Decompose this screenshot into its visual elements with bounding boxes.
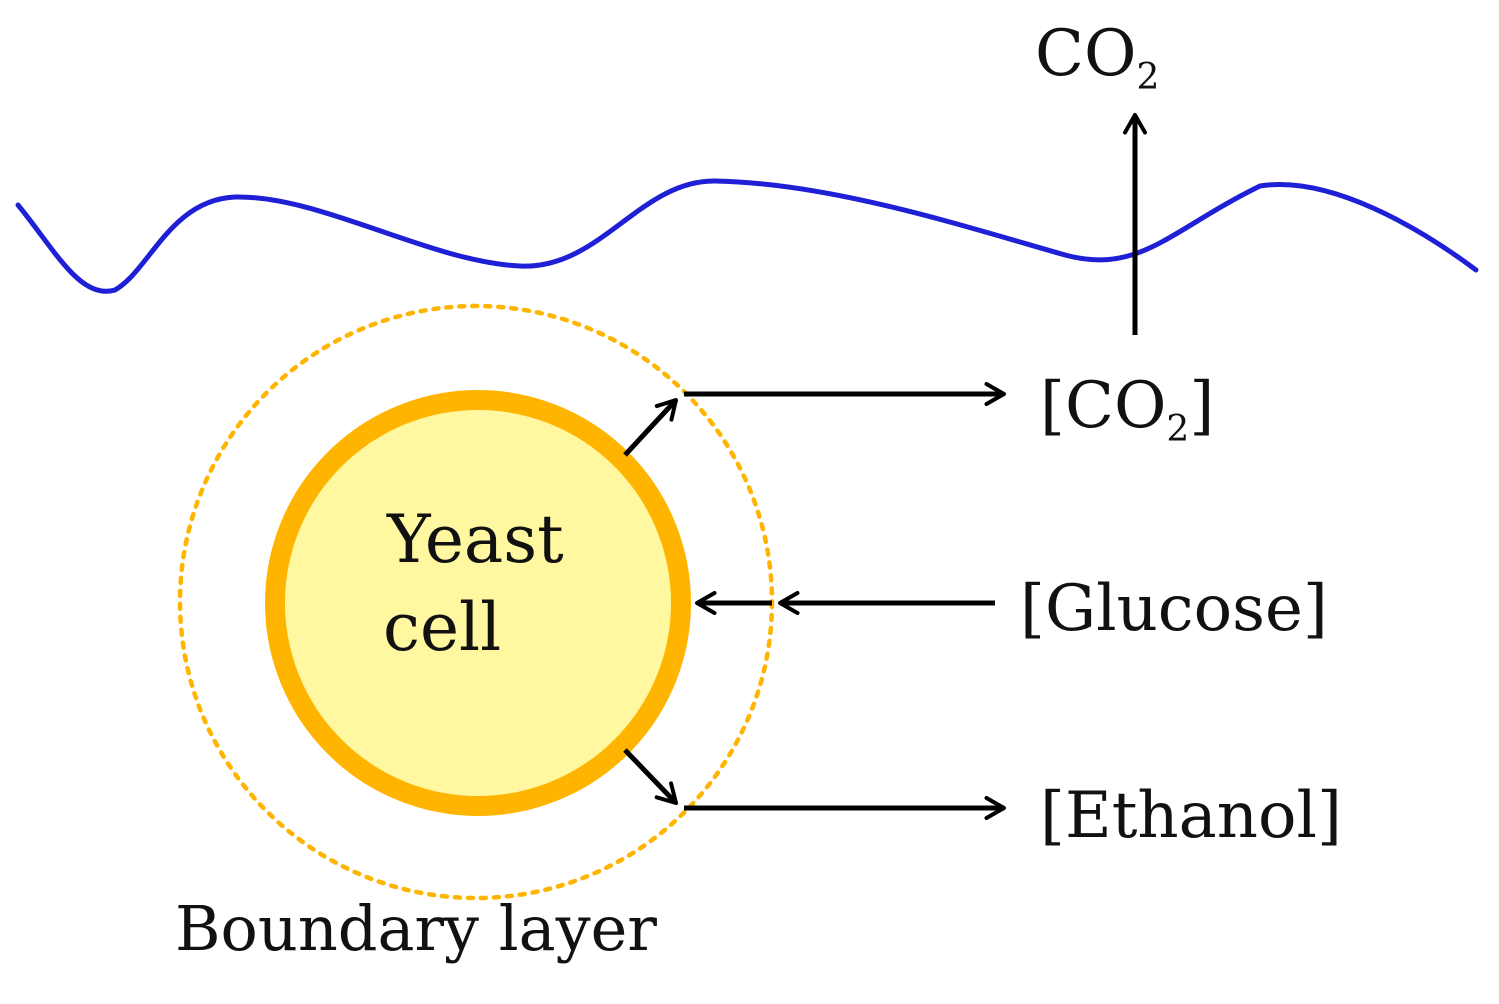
co2-concentration-label: [CO2]: [1040, 369, 1214, 450]
glucose-label: [Glucose]: [1020, 572, 1328, 646]
yeast-cell: [265, 390, 691, 816]
co2-efflux-arrow: [623, 398, 678, 457]
yeast-cell-label-line2: cell: [383, 589, 501, 666]
ethanol-label: [Ethanol]: [1040, 779, 1342, 853]
yeast-cell-label-line1: Yeast: [386, 501, 564, 578]
ethanol-efflux-arrow: [623, 748, 678, 805]
liquid-surface-line: [15, 178, 1479, 294]
boundary-layer-label: Boundary layer: [175, 892, 657, 965]
co2-released-label: CO2: [1035, 17, 1159, 98]
